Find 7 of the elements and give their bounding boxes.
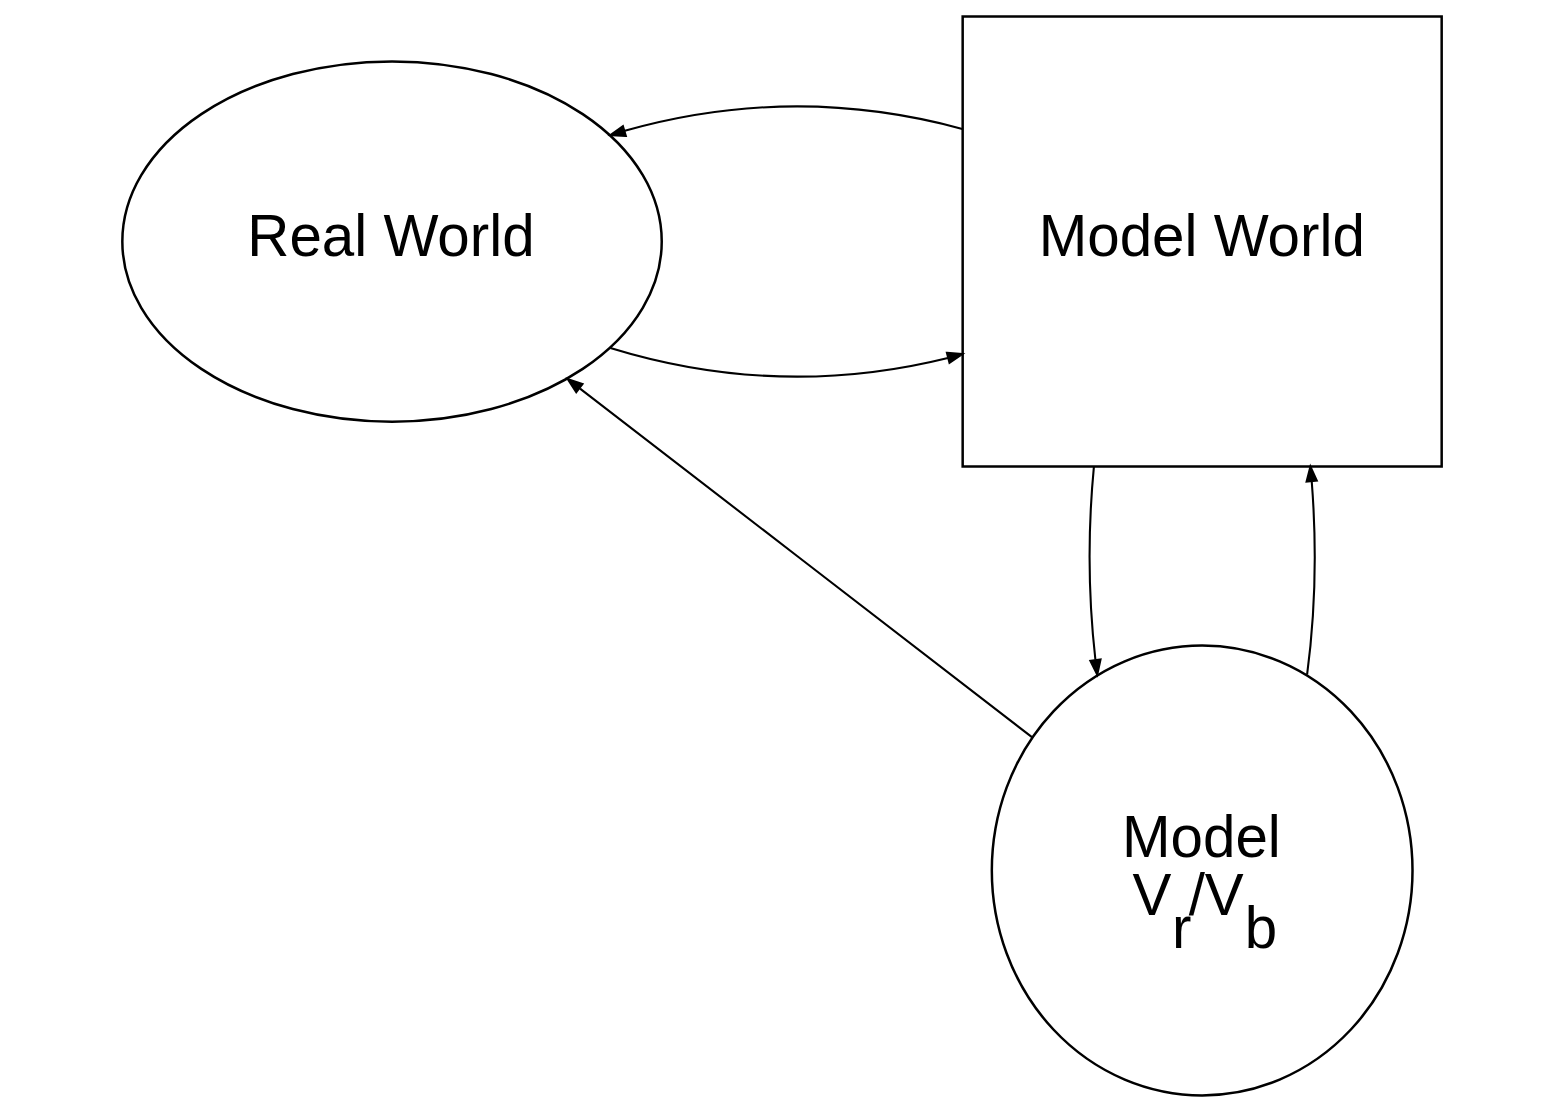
arrow bbox=[607, 105, 963, 137]
arrow bbox=[1305, 463, 1319, 675]
arrow bbox=[610, 346, 966, 378]
arrow bbox=[1088, 466, 1102, 678]
arrow bbox=[565, 377, 1033, 739]
node-ellipse: Real World bbox=[121, 60, 663, 423]
node-box: Model World bbox=[961, 15, 1443, 468]
